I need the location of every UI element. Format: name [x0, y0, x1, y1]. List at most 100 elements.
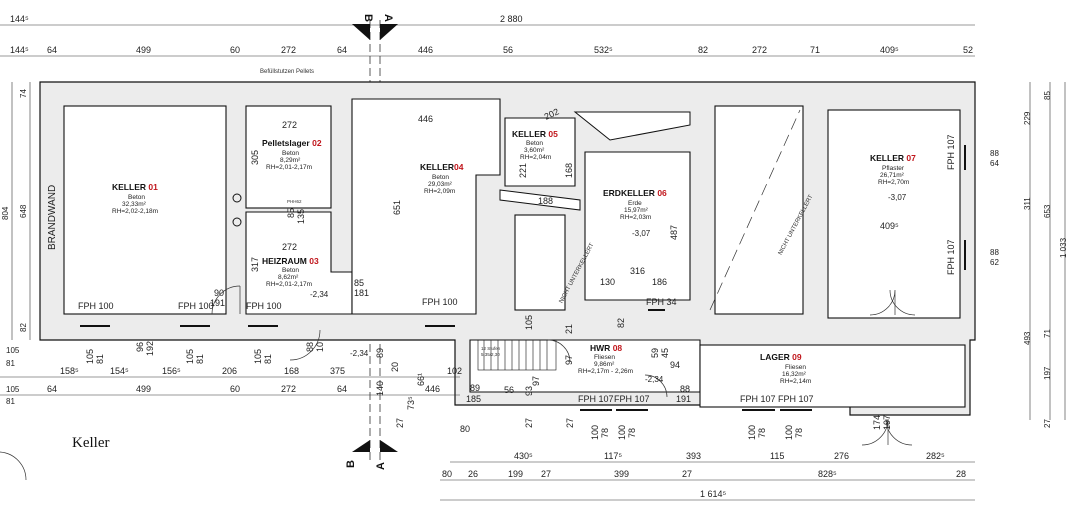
doors: [211, 285, 916, 446]
room-erdkeller-06: [584, 151, 691, 301]
svg-text:ERDKELLER 06: ERDKELLER 06: [603, 188, 667, 198]
nicht-unterkellert-b: [714, 105, 804, 315]
dim-left: 74: [19, 89, 28, 98]
label-hwr-08: HWR 08 Fliesen 9,86m² RH=2,17m - 2,26m: [578, 343, 633, 375]
room-keller-05: [504, 117, 576, 187]
dim-bottom: 185: [466, 394, 481, 404]
dim-top: 144⁵: [10, 45, 29, 55]
inner-dim: 130: [600, 277, 615, 287]
svg-text:RH=2,09m: RH=2,09m: [424, 188, 455, 195]
lower-dim: 88: [305, 342, 315, 352]
svg-text:RH=2,01-2,17m: RH=2,01-2,17m: [266, 281, 312, 288]
dim-bottom: 375: [330, 366, 345, 376]
label-keller-05: KELLER 05 Beton 3,60m² RH=2,04m: [512, 129, 558, 161]
inner-dim: 409⁵: [880, 221, 899, 231]
label-pelletslager-02: Pelletslager 02 Beton 8,29m² RH=2,01-2,1…: [262, 138, 322, 171]
window-label: FPH 107: [578, 394, 614, 404]
svg-text:KELLER 01: KELLER 01: [112, 182, 158, 192]
svg-text:HWR 08: HWR 08: [590, 343, 622, 353]
lower-dim: 97: [531, 376, 541, 386]
dim-bottom: 64: [47, 384, 57, 394]
inner-dimensions: 272 305 85 135 272 317 90 191 85 181 446…: [210, 106, 899, 404]
svg-text:RH=2,03m: RH=2,03m: [620, 214, 651, 221]
bottom-dimensions: 158⁵ 154⁵ 156⁵ 206 168 375 102 185 56 89…: [0, 366, 975, 501]
inner-dim: 317: [250, 257, 260, 272]
inner-dim: 446: [418, 114, 433, 124]
dim-top: 82: [698, 45, 708, 55]
page-title: Keller: [72, 435, 109, 451]
dim-bottom: 117⁵: [604, 451, 622, 461]
dim-right: 64: [990, 159, 999, 168]
window-label: FPH 107: [740, 394, 776, 404]
inner-dim: 135: [296, 209, 306, 224]
axis-b-bottom: B: [345, 460, 357, 468]
room-keller-01: [63, 105, 227, 315]
lower-dim: 78: [794, 428, 804, 438]
svg-text:Fliesen: Fliesen: [594, 354, 615, 361]
window-label: FPH 100: [422, 297, 458, 307]
dim-bottom: 156⁵: [162, 366, 181, 376]
dim-bottom-overall: 1 614⁵: [700, 489, 727, 499]
dim-bottom: 27: [541, 469, 551, 479]
lower-dim: 27: [395, 418, 405, 428]
window-label: FPH 107: [946, 239, 956, 275]
befuell-label: Befüllstutzen Pellets: [260, 69, 314, 75]
lower-dim: 10: [315, 342, 325, 352]
svg-text:9,86m²: 9,86m²: [594, 361, 615, 368]
dim-bottom: 115: [770, 451, 784, 461]
inner-dim: 221: [518, 163, 528, 178]
inner-dim: 181: [354, 288, 369, 298]
lower-dim: 105: [85, 349, 95, 364]
dim-bottom: 393: [686, 451, 701, 461]
dim-top-overall: 2 880: [500, 14, 523, 24]
inner-dim: 487: [669, 225, 679, 240]
lower-dim: 100: [747, 425, 757, 440]
svg-text:26,71m²: 26,71m²: [880, 172, 905, 179]
windows: FPH 100 FPH 100 FPH 100 FPH 100 FPH 34 F…: [78, 134, 966, 411]
dim-bottom: 430⁵: [514, 451, 533, 461]
svg-text:Beton: Beton: [128, 194, 145, 201]
inner-dim: 651: [392, 200, 402, 215]
dim-bottom: 64: [337, 384, 347, 394]
inner-dim: 97: [564, 355, 574, 365]
dim-bottom: 28: [956, 469, 966, 479]
rooms: [63, 98, 966, 408]
svg-text:HEIZRAUM 03: HEIZRAUM 03: [262, 256, 319, 266]
dim-top: 52: [963, 45, 973, 55]
svg-text:Beton: Beton: [282, 150, 299, 157]
dim-right: 85: [1043, 91, 1052, 100]
right-dimensions: 85 229 88 64 311 653 1 033 88 62 493 71 …: [990, 82, 1068, 428]
dim-bottom: 154⁵: [110, 366, 129, 376]
dim-bottom: 158⁵: [60, 366, 79, 376]
dim-right: 493: [1023, 331, 1032, 345]
label-keller-07: KELLER 07 Pflaster 26,71m² RH=2,70m: [870, 153, 916, 186]
room-keller-07: [827, 109, 961, 319]
window-label: FPH 107: [778, 394, 814, 404]
dim-left: 82: [19, 323, 28, 332]
svg-text:Beton: Beton: [432, 174, 449, 181]
level-mark: -3,07: [888, 193, 907, 202]
inner-dim: 305: [250, 150, 260, 165]
window-label: FPH 107: [946, 134, 956, 170]
label-lager-09: LAGER 09 Fliesen 16,32m² RH=2,14m: [760, 352, 811, 385]
svg-text:Beton: Beton: [282, 267, 299, 274]
label-erdkeller-06: ERDKELLER 06 Erde 15,97m² RH=2,03m: [603, 188, 667, 221]
svg-text:RH=2,70m: RH=2,70m: [878, 179, 909, 186]
level-mark: -2,34: [350, 349, 369, 358]
label-heizraum-03: HEIZRAUM 03 Beton 8,62m² RH=2,01-2,17m: [262, 256, 319, 288]
dim-bottom: 60: [230, 384, 240, 394]
dim-bottom: 499: [136, 384, 151, 394]
inner-dim: 85: [354, 278, 364, 288]
dim-top: 446: [418, 45, 433, 55]
dim-right: 1 033: [1059, 237, 1068, 258]
inner-dim: 272: [282, 120, 297, 130]
left-dimensions: 804 648 74 82 105 81 105 81: [0, 82, 31, 481]
lower-dim: 105: [185, 349, 195, 364]
dim-right: 229: [1023, 111, 1032, 125]
dim-bottom: 56: [504, 385, 514, 395]
dim-left: 81: [6, 397, 15, 406]
inner-dim: 191: [676, 394, 691, 404]
inner-dim: 186: [652, 277, 667, 287]
dim-right: 88: [990, 248, 999, 257]
